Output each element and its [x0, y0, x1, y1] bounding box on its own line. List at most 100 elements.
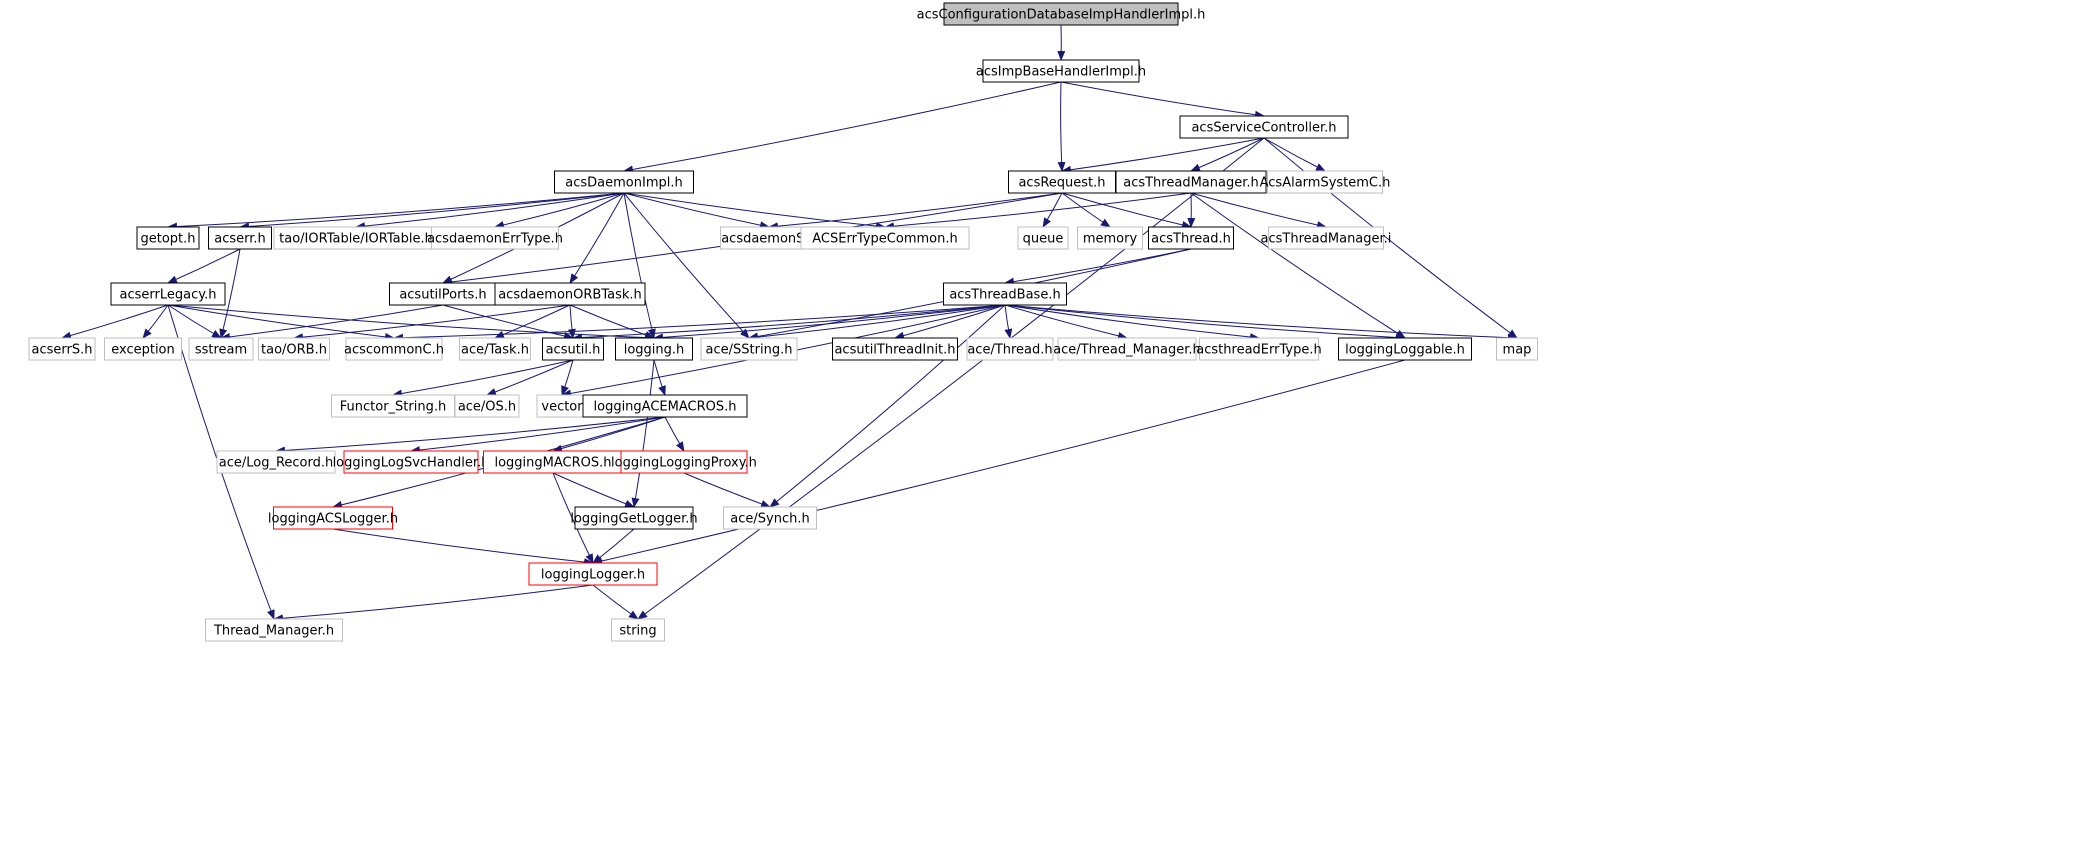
edge-daemon-to-acserr	[239, 192, 625, 231]
node-daemonS[interactable]: acsdaemonS.h	[720, 226, 818, 250]
node-box	[528, 562, 658, 586]
node-box	[1267, 170, 1383, 194]
nodes-layer: acsConfigurationDatabaseImpHandlerImpl.h…	[28, 2, 1538, 642]
node-label: loggingLoggingProxy.h	[611, 456, 757, 471]
node-label: acsThreadBase.h	[949, 288, 1060, 303]
edge-acserr-to-sstream	[219, 248, 241, 339]
node-utilPorts[interactable]: acsutilPorts.h	[389, 282, 497, 306]
edge-daemon-to-errCommon	[623, 192, 886, 231]
node-aceThrMgr[interactable]: ace/Thread_Manager.h	[1053, 337, 1201, 361]
node-box	[136, 226, 200, 250]
node-request[interactable]: acsRequest.h	[1008, 170, 1116, 194]
node-taoOrb[interactable]: tao/ORB.h	[258, 337, 330, 361]
node-thrmgrI[interactable]: acsThreadManager.i	[1261, 226, 1392, 250]
node-box	[1057, 337, 1197, 361]
node-svcctrl[interactable]: acsServiceController.h	[1179, 115, 1349, 139]
node-thrInit[interactable]: acsutilThreadInit.h	[832, 337, 958, 361]
node-acsLogger[interactable]: loggingACSLogger.h	[268, 506, 398, 530]
edge-orbtask-to-taoOrb	[293, 304, 571, 342]
edge-daemon-to-sstring	[623, 192, 750, 339]
node-acsutil[interactable]: acsutil.h	[542, 337, 604, 361]
node-logger[interactable]: loggingLogger.h	[528, 562, 658, 586]
node-thrbase[interactable]: acsThreadBase.h	[943, 282, 1067, 306]
node-aceSynch[interactable]: ace/Synch.h	[723, 506, 817, 530]
node-label: acsutil.h	[546, 343, 601, 358]
node-thrmgr[interactable]: acsThreadManager.h	[1115, 170, 1267, 194]
edge-request-to-daemonS	[768, 192, 1063, 231]
node-acserrS[interactable]: acserrS.h	[28, 337, 96, 361]
edge-daemon-to-logging	[623, 192, 656, 339]
node-aceTask[interactable]: ace/Task.h	[459, 337, 531, 361]
node-box	[615, 337, 693, 361]
edge-svcctrl-to-request	[1061, 137, 1265, 174]
edge-logMacros-to-getLogger	[552, 472, 635, 508]
node-daemonErr[interactable]: acsdaemonErrType.h	[427, 226, 563, 250]
node-exception[interactable]: exception	[104, 337, 182, 361]
node-box	[28, 337, 96, 361]
node-functor[interactable]: Functor_String.h	[331, 394, 455, 418]
node-box	[188, 337, 254, 361]
node-aceOS[interactable]: ace/OS.h	[454, 394, 520, 418]
node-aceMacros[interactable]: loggingACEMACROS.h	[582, 394, 748, 418]
edge-daemon-to-iortable	[355, 192, 625, 231]
edge-impbase-to-svcctrl	[1060, 81, 1265, 119]
edge-logProxy-to-aceSynch	[683, 472, 771, 508]
node-errLegacy[interactable]: acserrLegacy.h	[110, 282, 226, 306]
edge-orbtask-to-aceTask	[494, 304, 571, 339]
edge-svcctrl-to-map	[1263, 137, 1518, 339]
node-label: acsdaemonS.h	[721, 232, 817, 247]
node-map[interactable]: map	[1496, 337, 1538, 361]
node-logMacros[interactable]: loggingMACROS.h	[483, 450, 623, 474]
node-loggable[interactable]: loggingLoggable.h	[1338, 337, 1472, 361]
node-sstring[interactable]: ace/SString.h	[700, 337, 798, 361]
node-svcHandler[interactable]: loggingLogSvcHandler.h	[333, 450, 490, 474]
node-string[interactable]: string	[611, 618, 665, 642]
node-getopt[interactable]: getopt.h	[136, 226, 200, 250]
edge-acsutil-to-aceOS	[486, 359, 574, 396]
node-thread[interactable]: acsThread.h	[1148, 226, 1234, 250]
node-label: loggingLogger.h	[541, 568, 645, 583]
node-label: acsThread.h	[1151, 232, 1231, 247]
node-label: ace/Thread.h	[967, 343, 1052, 358]
node-errCommon[interactable]: ACSErrTypeCommon.h	[800, 226, 970, 250]
node-getLogger[interactable]: loggingGetLogger.h	[570, 506, 698, 530]
node-thrErr[interactable]: acsthreadErrType.h	[1196, 337, 1322, 361]
node-box	[205, 618, 343, 642]
node-alarmC[interactable]: AcsAlarmSystemC.h	[1260, 170, 1391, 194]
node-box	[700, 337, 798, 361]
edge-request-to-memory	[1061, 192, 1111, 228]
edge-loggable-to-logger	[592, 359, 1406, 565]
node-queue[interactable]: queue	[1017, 226, 1069, 250]
edge-thread-to-thrbase	[1004, 248, 1192, 286]
edge-daemon-to-getopt	[167, 192, 625, 231]
edge-logger-to-string	[592, 584, 639, 620]
node-root[interactable]: acsConfigurationDatabaseImpHandlerImpl.h	[917, 2, 1206, 26]
node-sstream[interactable]: sstream	[188, 337, 254, 361]
node-logProxy[interactable]: loggingLoggingProxy.h	[611, 450, 757, 474]
node-label: ACSErrTypeCommon.h	[812, 232, 957, 247]
node-label: getopt.h	[140, 232, 195, 247]
node-thrManager[interactable]: Thread_Manager.h	[205, 618, 343, 642]
node-logging[interactable]: logging.h	[615, 337, 693, 361]
edge-request-to-thread	[1061, 192, 1192, 229]
node-label: acsdaemonErrType.h	[427, 232, 563, 247]
node-daemon[interactable]: acsDaemonImpl.h	[554, 170, 694, 194]
node-aceThread[interactable]: ace/Thread.h	[966, 337, 1054, 361]
node-orbtask[interactable]: acsdaemonORBTask.h	[494, 282, 646, 306]
node-label: memory	[1083, 232, 1138, 247]
node-commonC[interactable]: acscommonC.h	[344, 337, 444, 361]
node-vector[interactable]: vector	[536, 394, 588, 418]
node-label: sstream	[195, 343, 247, 358]
node-memory[interactable]: memory	[1077, 226, 1143, 250]
node-label: acserrS.h	[32, 343, 93, 358]
edge-acserr-to-errLegacy	[167, 248, 241, 284]
node-logRecord[interactable]: ace/Log_Record.h	[216, 450, 336, 474]
edge-thrbase-to-map	[1004, 304, 1518, 342]
node-box	[832, 337, 958, 361]
node-acserr[interactable]: acserr.h	[208, 226, 272, 250]
edge-orbtask-to-acsutil	[567, 304, 576, 339]
edge-errLegacy-to-sstream	[167, 304, 222, 339]
node-impbase[interactable]: acsImpBaseHandlerImpl.h	[976, 59, 1146, 83]
node-iortable[interactable]: tao/IORTable/IORTable.h	[273, 226, 439, 250]
edge-errLegacy-to-commonC	[167, 304, 395, 341]
